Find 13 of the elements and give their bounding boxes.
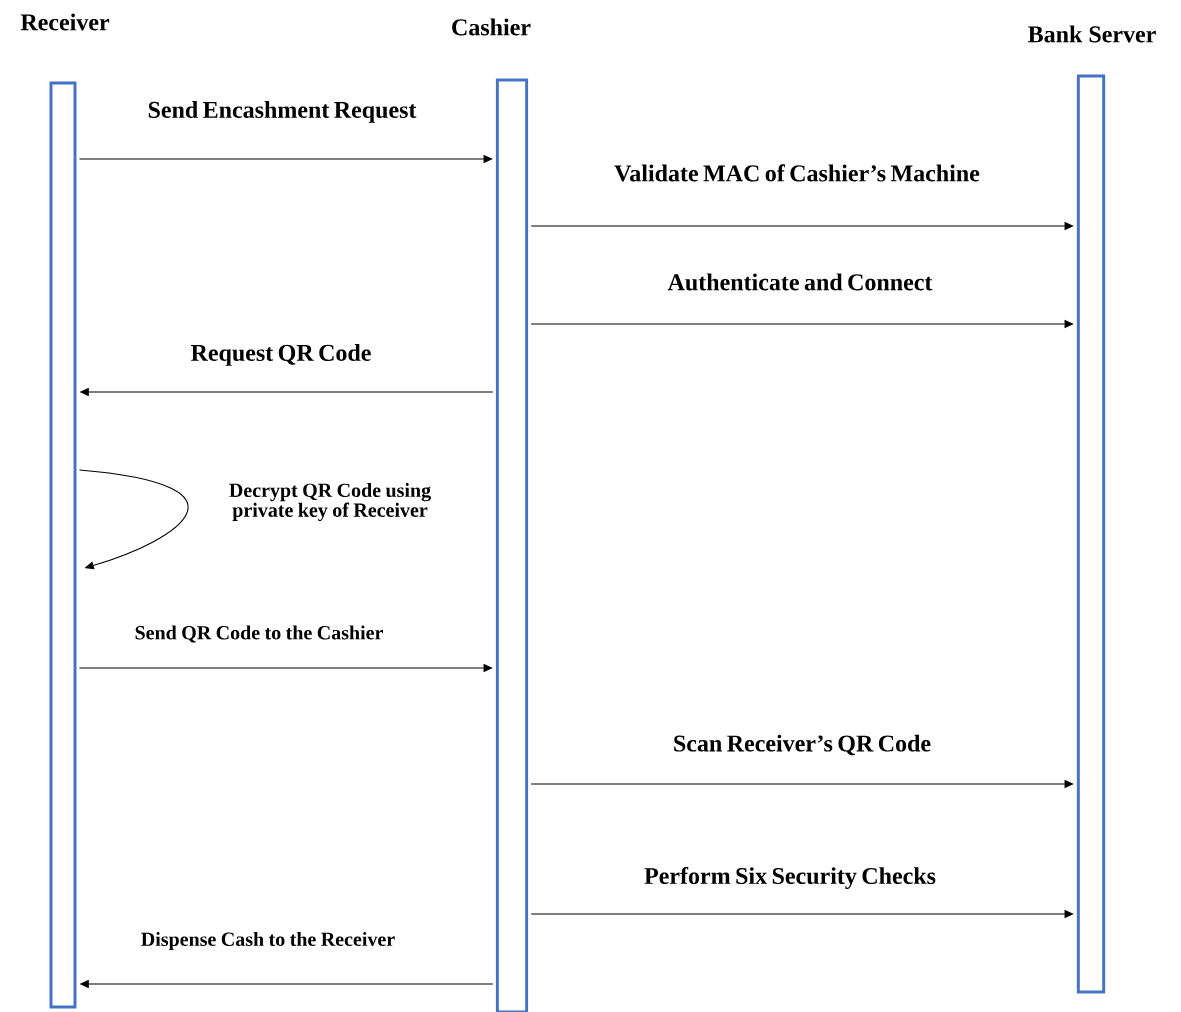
arrow	[78, 469, 189, 570]
edge-label: Send QR Code to the Cashier	[135, 625, 383, 643]
lifeline-heading: Receiver	[20, 13, 110, 31]
edge-label: Send Encashment Request	[148, 101, 417, 123]
edge-label: Request QR Code	[191, 344, 371, 366]
lifeline-heading: Bank Server	[1028, 25, 1156, 43]
edge-label: Decrypt QR Code using private key of Receiver	[229, 483, 431, 521]
edge-label: Perform Six Security Checks	[644, 866, 936, 890]
edge-label: Dispense Cash to the Receiver	[141, 931, 395, 951]
edge-label: Validate MAC of Cashier’s Machine	[614, 164, 980, 182]
edge-label: Scan Receiver’s QR Code	[674, 734, 931, 756]
lifeline-heading: Cashier	[452, 18, 531, 36]
edge-label: Authenticate and Connect	[667, 273, 933, 291]
